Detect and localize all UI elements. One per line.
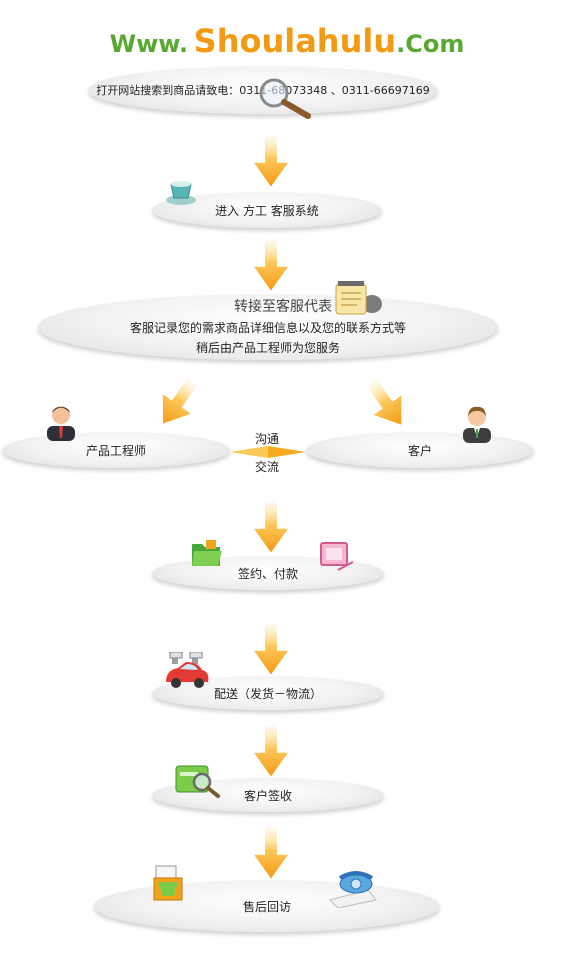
exchange-arrows	[230, 446, 306, 458]
notepad-icon	[335, 281, 382, 315]
car-icon	[166, 652, 209, 688]
delivery-step-label: 配送（发货－物流）	[213, 686, 322, 701]
wallet-magnifier-icon	[175, 765, 220, 798]
transfer-desc-1: 客服记录您的需求商品详细信息以及您的联系方式等	[129, 321, 406, 335]
telephone-icon	[329, 871, 377, 908]
exchange-bottom-label: 交流	[255, 460, 280, 474]
enter-step-label: 进入 方工 客服系统	[215, 203, 319, 218]
arrow-down-5	[254, 725, 288, 777]
arrow-down-1	[254, 135, 288, 187]
engineer-avatar-icon	[47, 406, 75, 441]
arrow-down-left	[149, 374, 207, 434]
magnifier-icon	[259, 78, 311, 119]
engineer-label: 产品工程师	[85, 443, 146, 458]
document-tray-icon	[153, 865, 183, 901]
engineer-node: 产品工程师	[2, 432, 230, 468]
arrow-down-right	[358, 374, 416, 434]
title-www: Www.	[109, 30, 189, 58]
customer-node: 客户	[306, 432, 534, 468]
customer-label: 客户	[407, 443, 432, 458]
arrow-down-4	[254, 623, 288, 675]
aftersale-step: 售后回访	[94, 880, 440, 932]
customer-avatar-icon	[463, 406, 491, 443]
receipt-step-label: 客户签收	[243, 788, 292, 803]
exchange-top-label: 沟通	[255, 432, 280, 446]
site-title: Www. Shoulahulu.Com	[0, 22, 574, 60]
pink-screen-icon	[320, 542, 354, 571]
folder-icon	[192, 540, 222, 566]
arrow-down-3	[254, 501, 288, 553]
title-com: .Com	[396, 30, 465, 58]
arrow-down-2	[254, 239, 288, 291]
transfer-heading: 转接至客服代表	[234, 299, 332, 315]
transfer-desc-2: 稍后由产品工程师为您服务	[195, 341, 340, 355]
sign-step-label: 签约、付款	[237, 566, 298, 581]
arrow-down-6	[254, 827, 288, 879]
teacup-icon	[166, 181, 196, 205]
aftersale-step-label: 售后回访	[242, 899, 291, 914]
title-brand: Shoulahulu	[193, 22, 397, 60]
transfer-step	[38, 294, 498, 360]
